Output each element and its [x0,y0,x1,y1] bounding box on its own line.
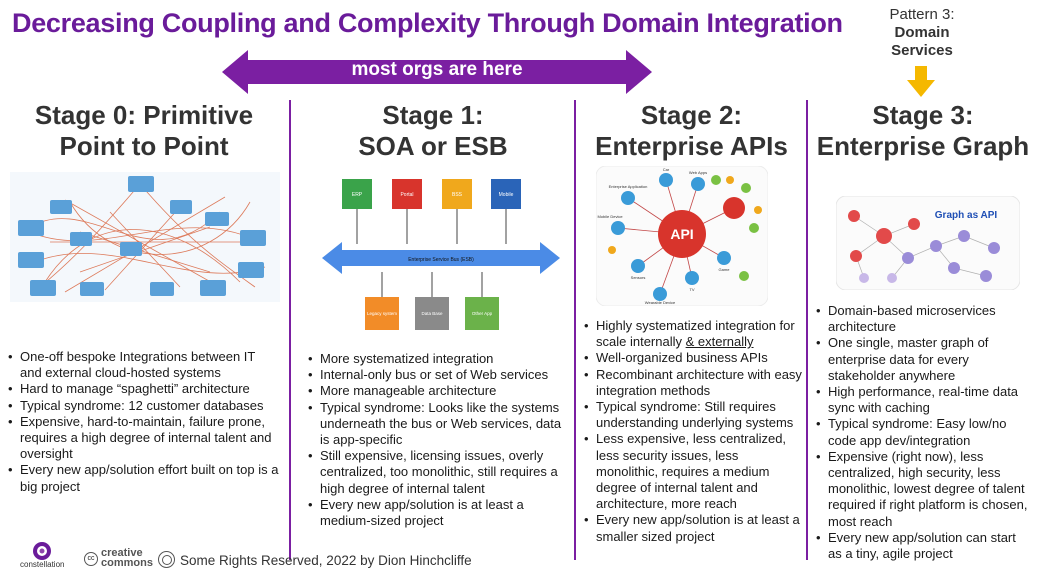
list-item: Typical syndrome: Easy low/no code app d… [816,416,1030,448]
svg-text:Car: Car [663,167,670,172]
list-item: Every new app/solution effort built on t… [8,462,280,494]
pattern-line-3: Services [891,42,953,59]
down-arrow-icon [907,66,935,97]
divider-2 [574,100,576,560]
list-item: High performance, real-time data sync wi… [816,384,1030,416]
svg-text:Wearable Device: Wearable Device [645,300,676,305]
list-item: Every new app/solution is at least a sma… [584,512,802,544]
list-item: More systematized integration [308,351,566,367]
pattern-label: Pattern 3: Domain Services [868,6,976,60]
svg-text:TV: TV [689,287,694,292]
creative-commons-text: creative commons [101,547,153,569]
svg-text:Sensors: Sensors [631,275,646,280]
most-orgs-banner-arrow [222,50,652,94]
svg-text:Enterprise Application: Enterprise Application [609,184,648,189]
graph-as-api-label: Graph as API [935,210,998,221]
svg-text:Legacy system: Legacy system [367,311,397,316]
stage-2-bullets: Highly systematized integration for scal… [584,318,802,545]
svg-text:Mobile: Mobile [499,192,514,198]
banner-label: most orgs are here [351,59,523,80]
list-item: Well-organized business APIs [584,350,802,366]
stage-3-bullets: Domain-based microservices architecture … [816,303,1030,562]
constellation-wordmark: constellation [20,560,65,569]
stage-1-title: Stage 1: SOA or ESB [358,100,508,161]
svg-text:Data Base: Data Base [421,311,443,316]
list-item: Expensive, hard-to-maintain, failure pro… [8,414,280,463]
spaghetti-diagram [10,172,280,302]
svg-text:Other App: Other App [472,311,493,316]
svg-text:Mobile Device: Mobile Device [597,214,623,219]
esb-bus-label: Enterprise Service Bus (ESB) [408,257,474,263]
some-rights-icon [158,551,175,568]
stage-1-bullets: More systematized integration Internal-o… [308,351,566,529]
list-item: Domain-based microservices architecture [816,303,1030,335]
stage-0-title: Stage 0: Primitive Point to Point [34,100,254,161]
list-item: Internal-only bus or set of Web services [308,367,566,383]
list-item: Recombinant architecture with easy integ… [584,367,802,399]
creative-commons-icon: cc [84,552,98,566]
stage-3-title: Stage 3: Enterprise Graph [816,100,1030,161]
svg-text:Portal: Portal [400,192,413,198]
list-item: Typical syndrome: 12 customer databases [8,398,280,414]
list-item: Expensive (right now), less centralized,… [816,449,1030,530]
list-item: One-off bespoke Integrations between IT … [8,349,280,381]
list-item: Every new app/solution is at least a med… [308,497,566,529]
svg-text:Game: Game [719,267,731,272]
svg-text:Web Apps: Web Apps [689,170,707,175]
constellation-logo [33,542,51,560]
stage-0-bullets: One-off bespoke Integrations between IT … [8,349,280,495]
rights-text: Some Rights Reserved, 2022 by Dion Hinch… [180,553,472,568]
list-item: Typical syndrome: Still requires underst… [584,399,802,431]
api-hub-diagram: API Car Web Apps Enterprise Application … [596,166,768,306]
svg-text:BSS: BSS [452,192,463,198]
divider-1 [289,100,291,560]
list-item: More manageable architecture [308,383,566,399]
list-item: Typical syndrome: Looks like the systems… [308,400,566,449]
list-item: Highly systematized integration for scal… [584,318,802,350]
list-item: Still expensive, licensing issues, overl… [308,448,566,497]
esb-diagram: Enterprise Service Bus (ESB) ERP Portal … [322,179,560,330]
stage-2-title: Stage 2: Enterprise APIs [595,100,788,161]
api-center-label: API [670,226,693,242]
list-item: Hard to manage “spaghetti” architecture [8,381,280,397]
svg-text:ERP: ERP [352,192,363,198]
graph-diagram: Graph as API [836,196,1020,290]
page-title: Decreasing Coupling and Complexity Throu… [12,8,843,38]
list-item: One single, master graph of enterprise d… [816,335,1030,384]
divider-3 [806,100,808,560]
list-item: Less expensive, less centralized, less s… [584,431,802,512]
pattern-line-1: Pattern 3: [889,6,955,23]
list-item: Every new app/solution can start as a ti… [816,530,1030,562]
pattern-line-2: Domain [894,24,950,41]
underlined-text: & externally [685,334,754,350]
